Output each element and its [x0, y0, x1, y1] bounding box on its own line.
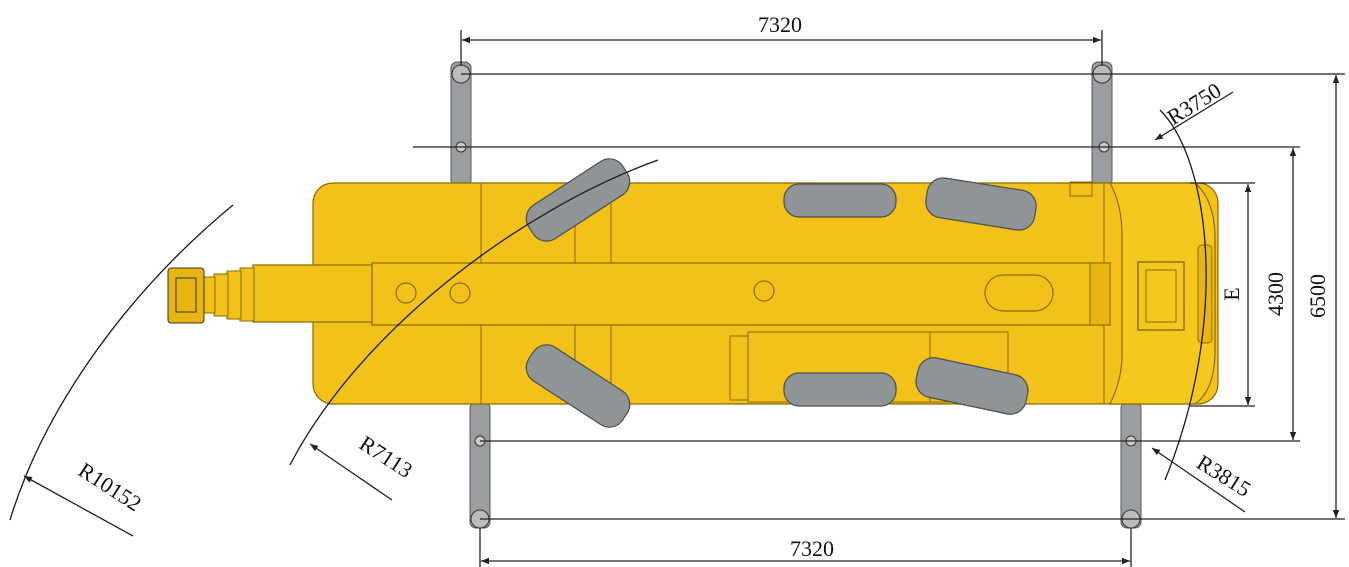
label-6500: 6500	[1305, 274, 1330, 318]
outrigger-front-bottom	[469, 401, 491, 529]
tire-rear-bottom	[915, 357, 1029, 415]
dimension-lines	[413, 30, 1345, 567]
boom-lift-cylinder	[984, 274, 1054, 312]
leader-r3815	[1151, 447, 1246, 513]
tire-mid-bottom	[783, 372, 897, 407]
boom-head	[167, 267, 205, 324]
arc-r7113	[289, 159, 659, 466]
boom-telescope-5	[202, 276, 216, 314]
boom-telescope-4	[213, 273, 229, 317]
cab-window-inner	[1145, 269, 1177, 323]
tire-mid-top	[783, 183, 897, 218]
boom-head-sheave	[175, 277, 197, 313]
boom-telescope-3	[226, 270, 242, 320]
step-box	[1069, 181, 1093, 197]
leader-r7113	[309, 443, 393, 501]
boom-pin-3	[753, 280, 775, 302]
arc-r10152	[9, 204, 234, 521]
label-r3750: R3750	[1163, 77, 1226, 129]
cab-front	[1108, 182, 1216, 405]
boom-pin-2	[449, 282, 471, 304]
label-r10152: R10152	[74, 457, 146, 516]
label-r7113: R7113	[355, 430, 417, 482]
boom	[167, 262, 1111, 326]
arc-r3750-r3815	[1159, 109, 1207, 481]
leader-r3750	[1154, 91, 1234, 141]
label-4300: 4300	[1263, 272, 1288, 316]
cab-window	[1137, 261, 1185, 331]
boom-telescope-1	[252, 264, 373, 323]
outrigger-rear-bottom	[1120, 401, 1142, 529]
label-bottom-width: 7320	[790, 536, 834, 561]
label-e: E	[1219, 287, 1244, 300]
boom-telescope-2	[239, 267, 255, 322]
radius-arcs	[9, 91, 1246, 537]
leader-r10152	[23, 475, 134, 537]
boom-pin-1	[395, 282, 417, 304]
tires	[525, 158, 1037, 428]
tire-front-left-top	[525, 158, 631, 242]
boom-base	[1089, 262, 1111, 326]
tire-front-left-bottom	[525, 344, 631, 428]
front-bumper	[1197, 244, 1213, 344]
tire-rear-top	[925, 177, 1037, 231]
boom-main-section	[371, 262, 1111, 326]
label-r3815: R3815	[1192, 449, 1255, 501]
label-top-width: 7320	[758, 12, 802, 37]
